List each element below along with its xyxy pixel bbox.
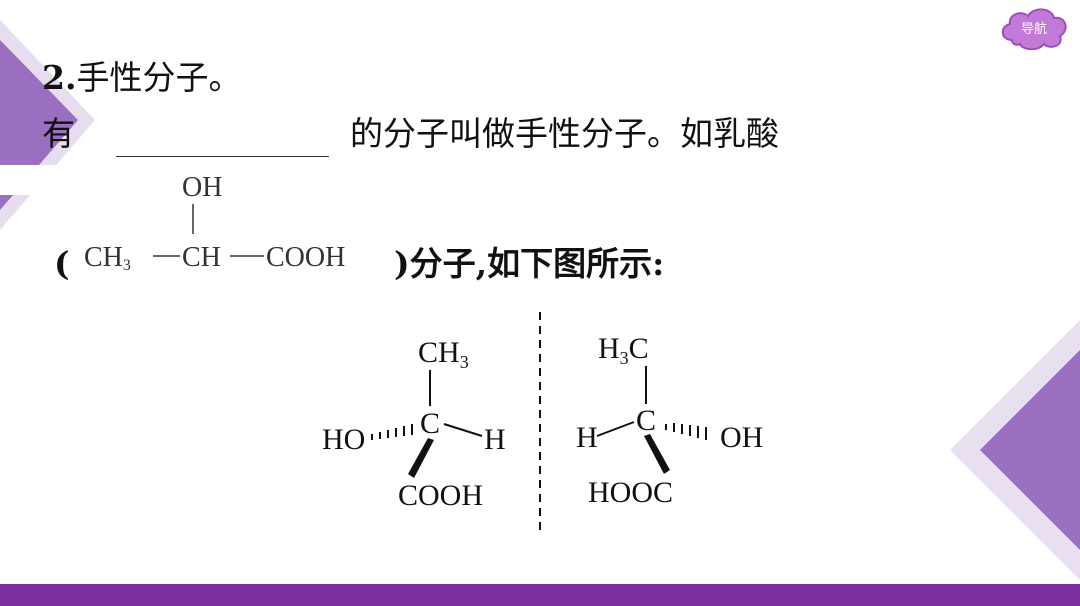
heading-number: 2.	[42, 58, 77, 97]
line2-suffix: )分子,如下图所示:	[394, 244, 665, 283]
fill-in-blank[interactable]	[116, 156, 329, 157]
right-bottom-group: HOOC	[588, 476, 673, 509]
right-center-carbon: C	[636, 404, 656, 437]
left-decoration	[0, 20, 95, 230]
left-enantiomer: CH3 C HO H COOH	[322, 336, 506, 512]
formula-oh: OH	[182, 172, 222, 203]
right-hashed-bond	[665, 423, 707, 440]
right-wedge-bond	[644, 434, 670, 474]
left-right-group: H	[484, 423, 506, 456]
formula-ch3: CH3	[84, 242, 131, 274]
lactic-acid-formula: OH CH3 CH COOH	[84, 172, 345, 274]
left-bottom-group: COOH	[398, 479, 483, 512]
cloud-icon	[1001, 8, 1067, 50]
section-heading: 2.手性分子。	[42, 58, 241, 98]
right-right-group: OH	[720, 421, 763, 454]
right-top-group: H3C	[598, 332, 649, 368]
left-bond-right	[443, 423, 483, 437]
bottom-bar	[0, 584, 1080, 606]
right-enantiomer: H3C C H OH HOOC	[576, 332, 763, 509]
right-bond-left	[596, 421, 635, 437]
right-decoration	[950, 320, 1080, 580]
line1-prefix: 有	[42, 114, 75, 153]
formula-ch: CH	[182, 242, 221, 273]
right-left-group: H	[576, 421, 598, 454]
open-paren: (	[54, 244, 70, 283]
line1-suffix: 的分子叫做手性分子。如乳酸	[350, 114, 779, 153]
left-hashed-bond	[371, 424, 413, 440]
left-top-group: CH3	[418, 336, 469, 372]
nav-label: 导航	[1020, 22, 1047, 37]
nav-button[interactable]: 导航	[998, 6, 1070, 50]
left-center-carbon: C	[420, 407, 440, 440]
left-wedge-bond	[408, 438, 434, 478]
left-left-group: HO	[322, 423, 365, 456]
formula-cooh: COOH	[266, 242, 345, 273]
heading-title: 手性分子。	[76, 58, 242, 97]
enantiomers-figure: CH3 C HO H COOH H3C C H	[322, 312, 763, 532]
